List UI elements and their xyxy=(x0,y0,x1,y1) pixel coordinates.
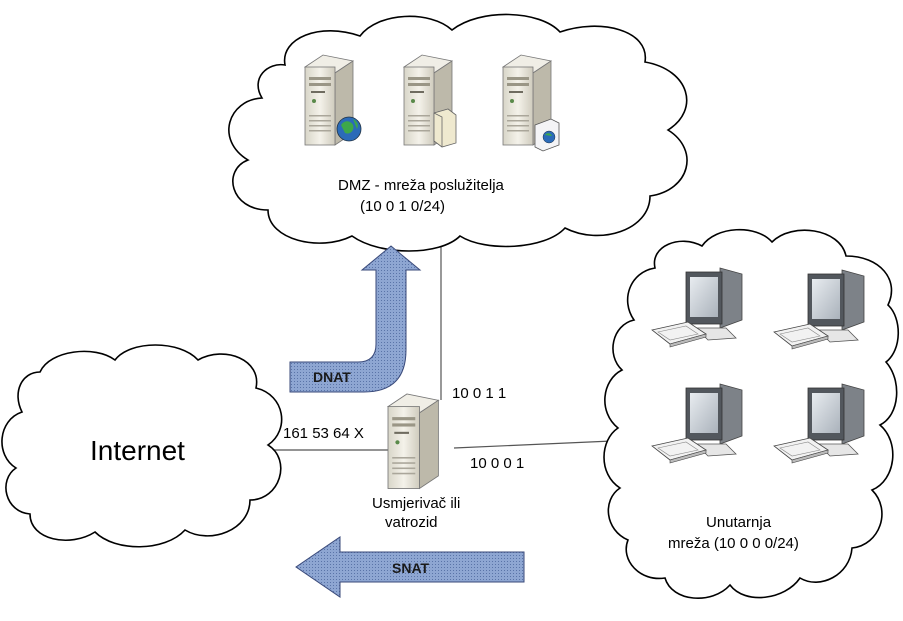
snat-label: SNAT xyxy=(392,560,430,576)
internet-label: Internet xyxy=(90,435,185,466)
link-router-internal xyxy=(453,440,613,449)
dmz-label: DMZ - mreža poslužitelja xyxy=(338,177,505,194)
snat-arrow xyxy=(295,536,525,598)
router-label: Usmjerivač ili xyxy=(372,495,460,512)
ip-external-label: 161 53 64 X xyxy=(283,425,364,442)
dnat-arrow xyxy=(289,245,422,393)
internal-subnet: mreža (10 0 0 0/24) xyxy=(668,535,799,552)
router-icon xyxy=(387,393,439,490)
dnat-label: DNAT xyxy=(313,369,351,385)
ip-dmz-label: 10 0 1 1 xyxy=(452,385,506,402)
dmz-subnet: (10 0 1 0/24) xyxy=(360,198,445,215)
internet-cloud xyxy=(1,344,283,548)
ip-internal-label: 10 0 0 1 xyxy=(470,455,524,472)
internal-label: Unutarnja xyxy=(706,514,772,531)
web-server-icon xyxy=(304,54,362,146)
mail-server-icon xyxy=(502,54,560,152)
dmz-cloud xyxy=(228,13,688,252)
file-server-icon xyxy=(403,54,457,148)
router-label-line2: vatrozid xyxy=(385,514,438,531)
